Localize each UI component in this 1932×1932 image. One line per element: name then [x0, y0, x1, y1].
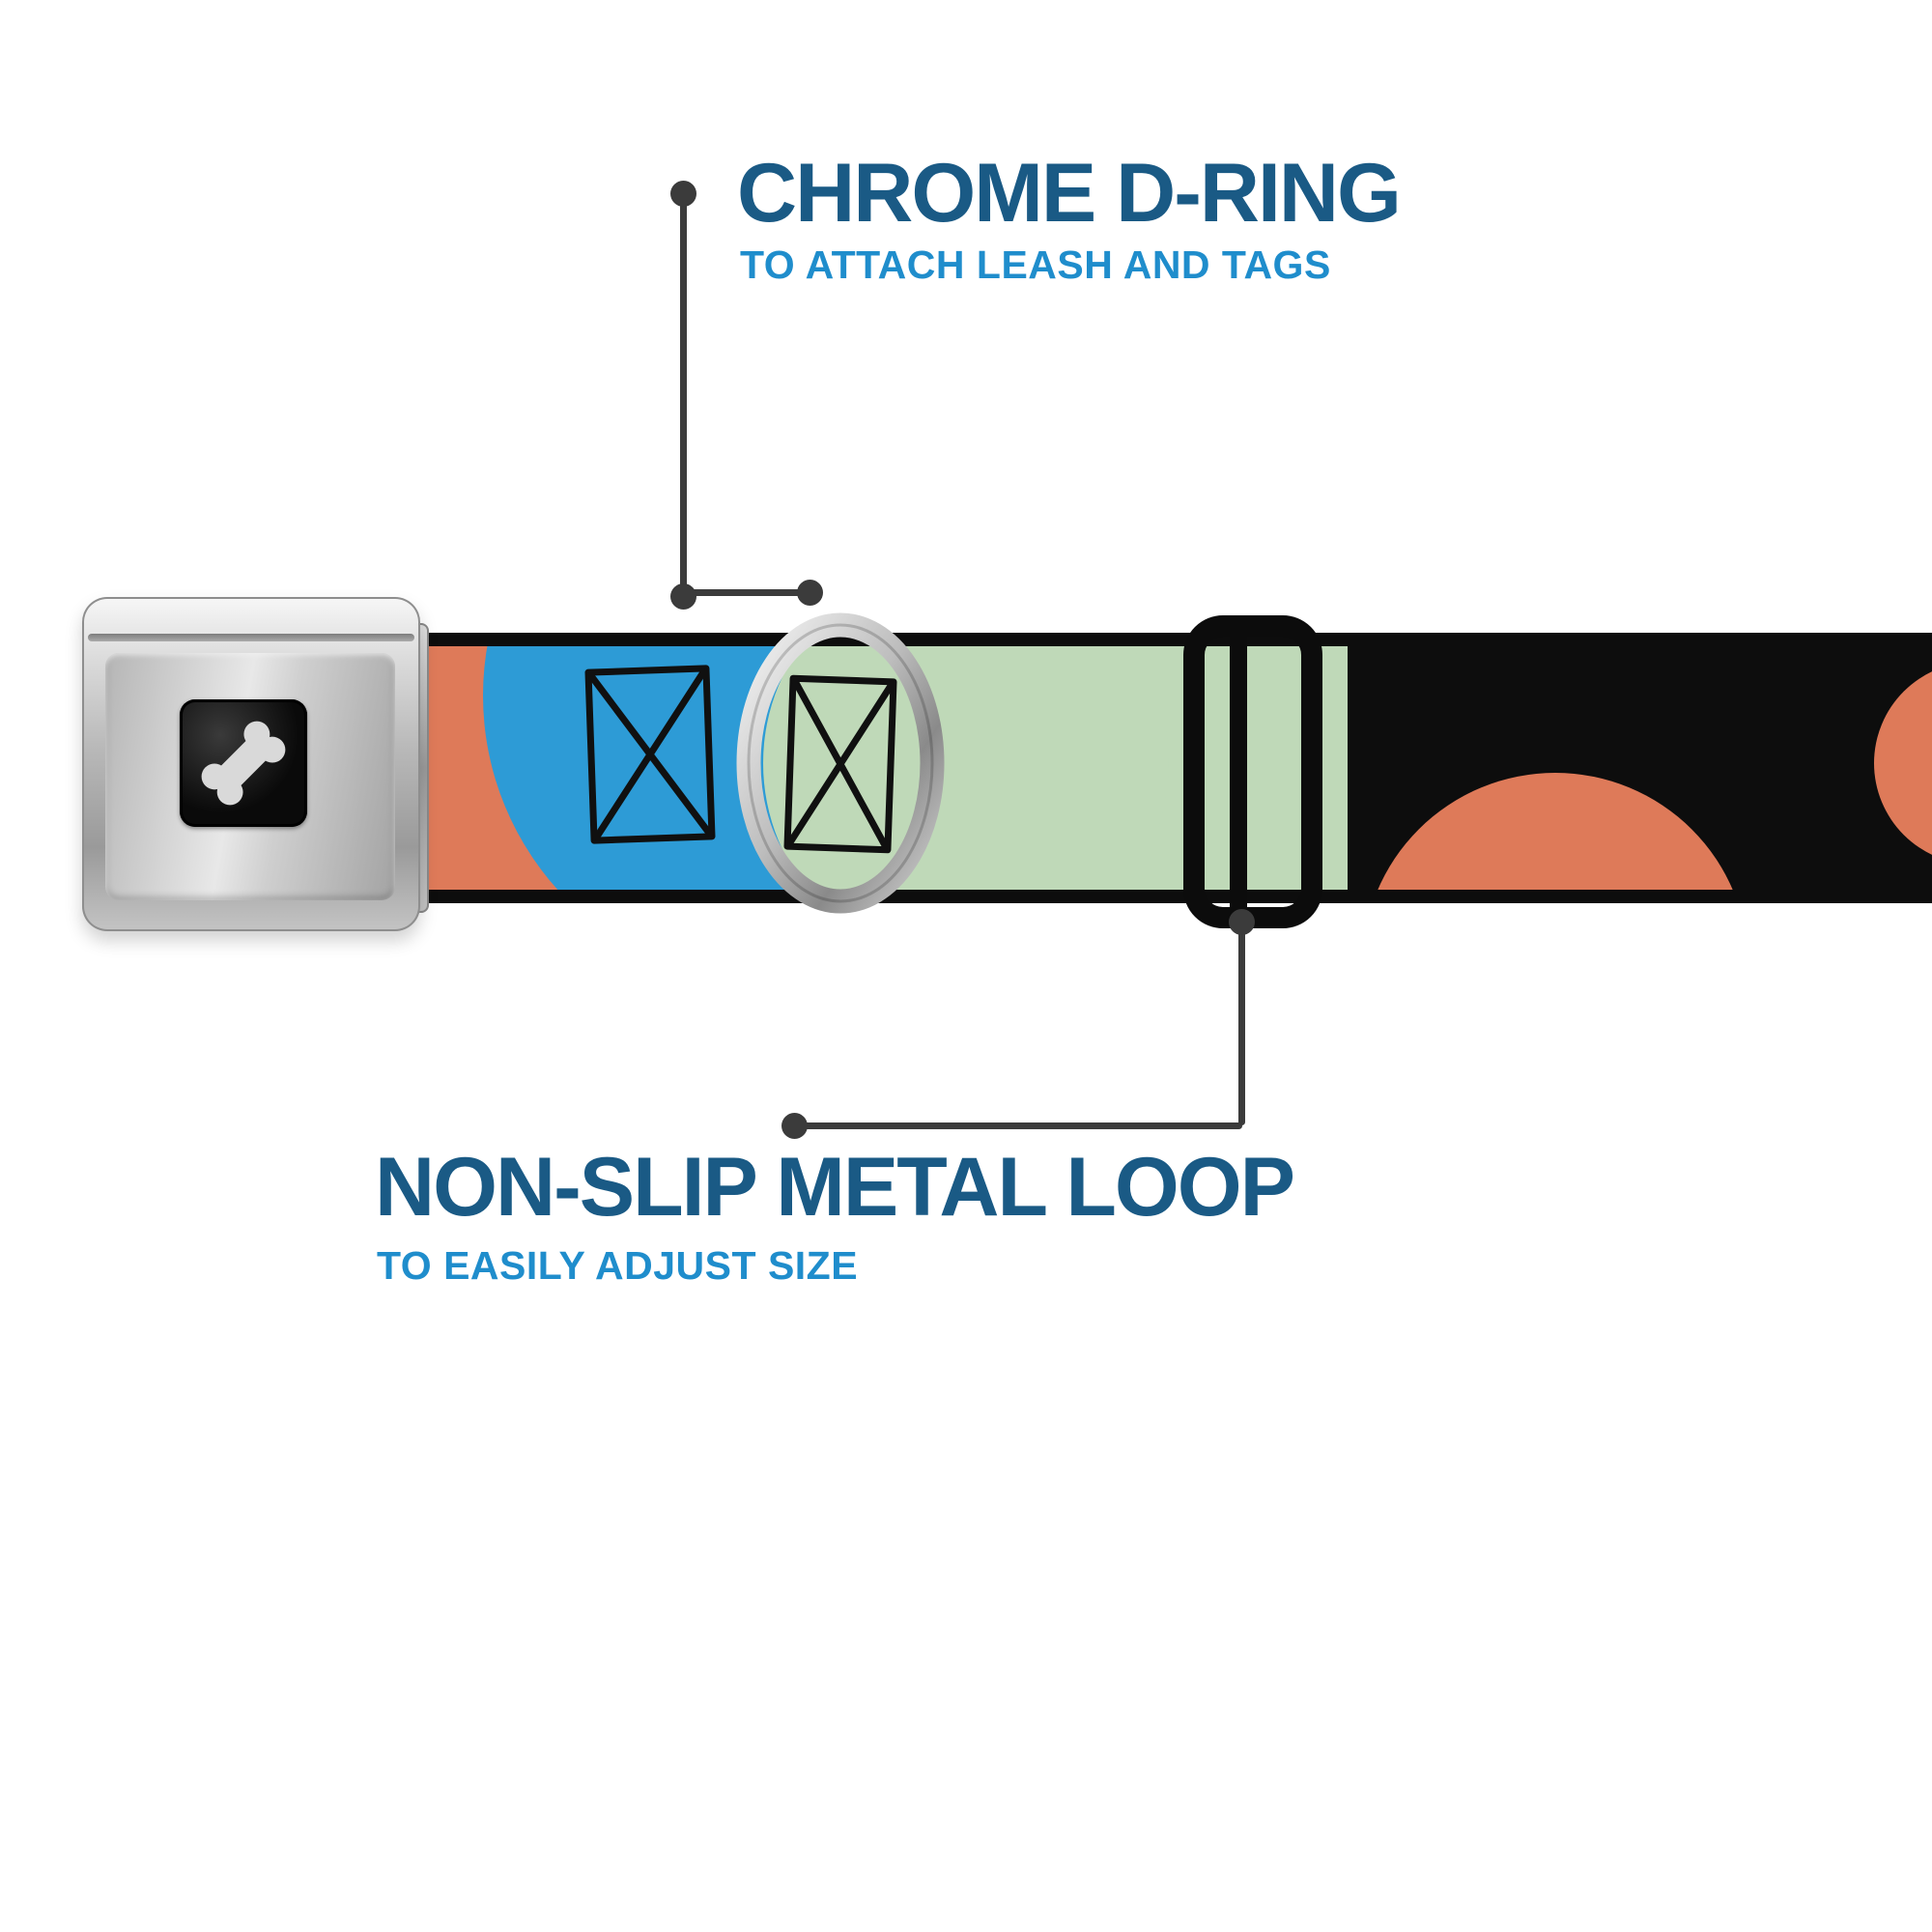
- buckle-logo-plate: [180, 699, 307, 827]
- callout-line: [683, 589, 810, 596]
- callout-line: [794, 1122, 1242, 1129]
- seatbelt-buckle: [82, 597, 420, 931]
- buckle-press-seam: [88, 634, 414, 641]
- callout-bottom-subtitle: TO EASILY ADJUST SIZE: [377, 1243, 859, 1288]
- stitch-box-x: [584, 665, 716, 844]
- callout-dot: [670, 181, 696, 207]
- stitch-box-x: [783, 674, 897, 854]
- callout-line: [680, 193, 687, 596]
- callout-bottom-title: NON-SLIP METAL LOOP: [375, 1141, 1295, 1234]
- chrome-d-ring: [736, 612, 945, 914]
- strap-stitched-edge-bottom: [396, 890, 1932, 903]
- callout-top-title: CHROME D-RING: [737, 147, 1402, 240]
- dog-bone-icon: [201, 721, 286, 806]
- callout-dot: [781, 1113, 808, 1139]
- callout-dot: [797, 580, 823, 606]
- callout-dot: [670, 583, 696, 610]
- non-slip-metal-loop: [1183, 615, 1322, 928]
- strap-stitched-edge-top: [396, 633, 1932, 646]
- callout-dot: [1229, 909, 1255, 935]
- callout-line: [1238, 923, 1245, 1125]
- callout-top-subtitle: TO ATTACH LEASH AND TAGS: [740, 242, 1331, 287]
- collar-strap: [396, 633, 1932, 903]
